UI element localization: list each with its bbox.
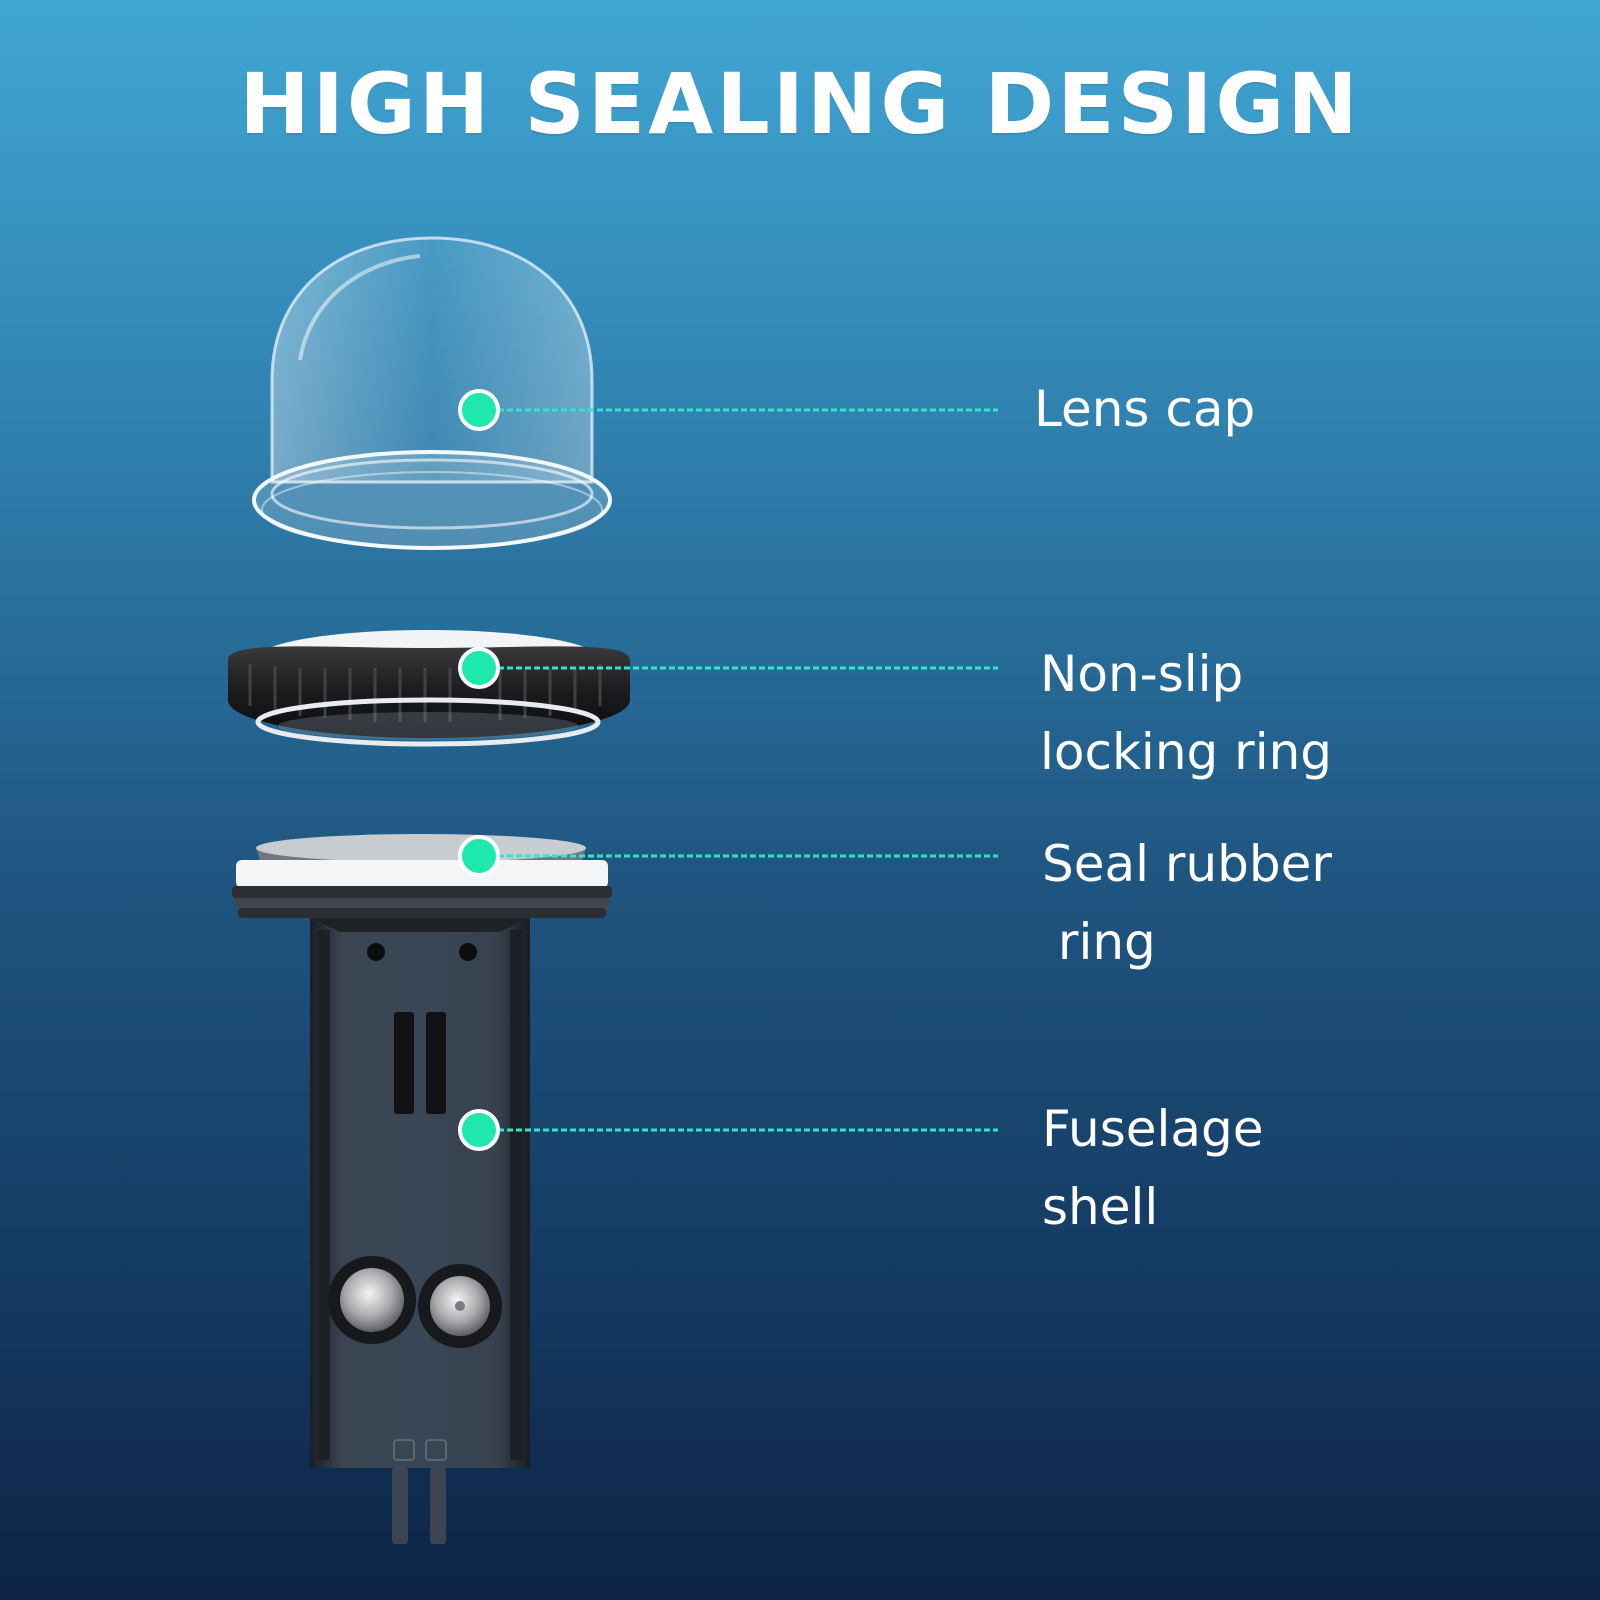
callout-seal-ring	[458, 835, 998, 877]
seal-rubber-ring-image	[232, 834, 612, 918]
callout-locking-ring	[458, 647, 998, 689]
callout-lens-cap	[458, 389, 998, 431]
lens-cap-image	[252, 236, 612, 550]
label-fuselage-shell: Fuselage shell	[1042, 1100, 1264, 1236]
label-seal-rubber-ring: Seal rubber ring	[1042, 835, 1332, 971]
label-lens-cap: Lens cap	[1034, 380, 1256, 438]
fuselage-shell-image	[310, 918, 530, 1544]
label-locking-ring: Non-slip locking ring	[1040, 645, 1333, 781]
locking-ring-image	[228, 630, 630, 747]
callout-fuselage-shell	[458, 1109, 998, 1151]
page-title: HIGH SEALING DESIGN	[239, 55, 1361, 153]
